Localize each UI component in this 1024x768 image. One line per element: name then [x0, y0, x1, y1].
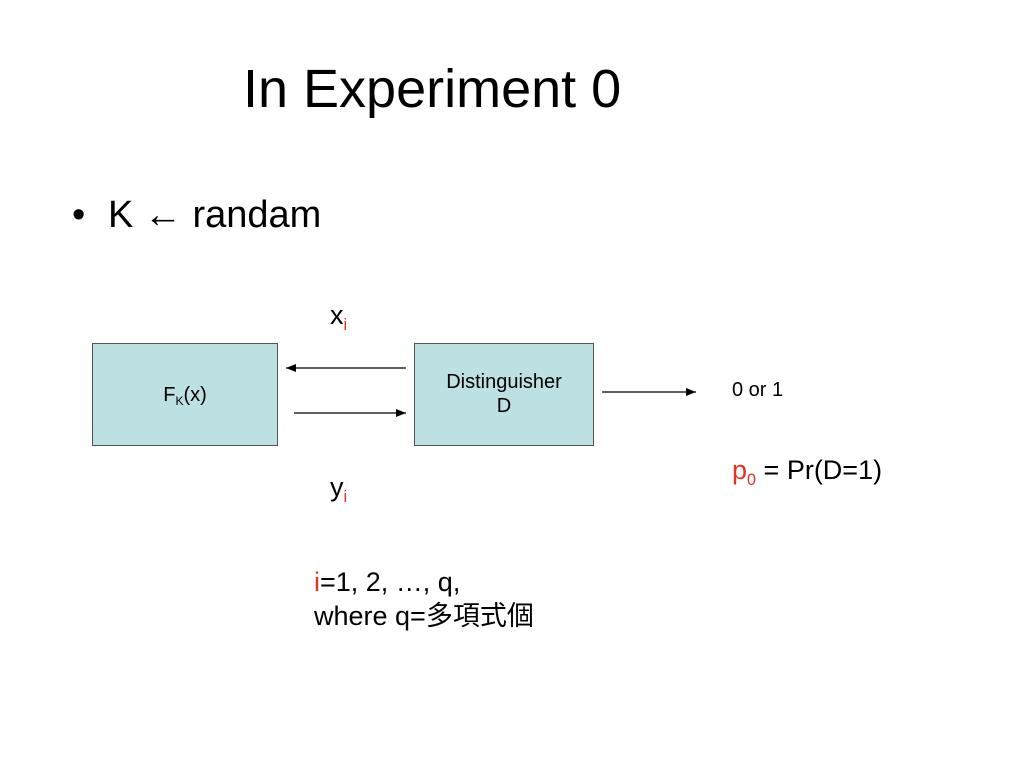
query-label-x: xi [330, 300, 348, 334]
response-label-y: yi [330, 472, 348, 506]
probability-label: p0 = Pr(D=1) [732, 455, 883, 489]
distinguisher-box: Distinguisher D [414, 343, 594, 446]
index-note-line1: i=1, 2, …, q, [314, 567, 461, 597]
fk-oracle-box: FK(x) [92, 343, 278, 446]
bullet-item: • K ← randam [72, 196, 321, 234]
slide-title: In Experiment 0 [243, 59, 622, 119]
distinguisher-symbol: D [496, 395, 512, 417]
index-note: i=1, 2, …, q, where q=多項式個 [314, 566, 534, 634]
bullet-marker: • [72, 194, 86, 236]
index-note-line2: where q=多項式個 [314, 600, 534, 631]
fk-label: FK(x) [163, 383, 207, 408]
bullet-text: K ← randam [108, 194, 322, 236]
distinguisher-label: Distinguisher [446, 371, 562, 393]
output-label: 0 or 1 [732, 379, 784, 401]
